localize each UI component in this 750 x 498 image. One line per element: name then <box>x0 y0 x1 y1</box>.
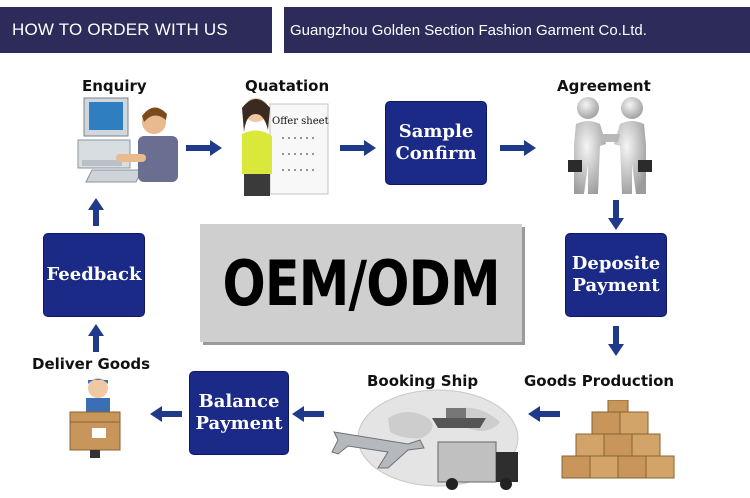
oem-odm-label: OEM/ODM <box>222 246 500 320</box>
deposite-payment-line-2: Payment <box>572 275 660 296</box>
stage-label-booking-ship: Booking Ship <box>367 372 479 390</box>
arrow-up-icon <box>88 324 104 352</box>
arrow-down-icon <box>608 326 624 356</box>
arrow-left-icon <box>150 406 182 422</box>
arrow-right-icon <box>500 140 536 156</box>
sample-confirm-line-1: Sample <box>398 120 474 142</box>
header-company-bar: Guangzhou Golden Section Fashion Garment… <box>272 7 750 53</box>
balance-payment-line-2: Payment <box>195 413 283 434</box>
arrow-down-icon <box>608 200 624 230</box>
header-company-name: Guangzhou Golden Section Fashion Garment… <box>290 21 647 39</box>
arrow-right-icon <box>186 140 222 156</box>
booking-ship-transport-icon <box>331 389 519 490</box>
stage-label-enquiry: Enquiry <box>82 77 147 95</box>
enquiry-computer-icon <box>77 97 178 183</box>
agreement-handshake-icon <box>568 97 652 194</box>
stage-label-agreement: Agreement <box>557 77 651 95</box>
goods-production-boxes-icon <box>561 400 675 479</box>
deposite-payment-box: Deposite Payment <box>566 234 666 316</box>
offer-sheet-label: Offer sheet <box>272 116 329 127</box>
sample-confirm-box: Sample Confirm <box>386 102 486 184</box>
stage-label-goods-production: Goods Production <box>524 372 675 390</box>
balance-payment-box: Balance Payment <box>190 372 288 454</box>
balance-payment-line-1: Balance <box>198 390 280 412</box>
stage-label-quatation: Quatation <box>245 77 330 95</box>
feedback-box: Feedback <box>44 234 144 316</box>
deposite-payment-line-1: Deposite <box>571 252 661 274</box>
oem-odm-center-panel: OEM/ODM <box>200 224 522 342</box>
arrow-up-icon <box>88 198 104 226</box>
header-company-bg <box>284 7 750 53</box>
arrow-right-icon <box>340 140 376 156</box>
quatation-person-icon <box>242 98 329 196</box>
header-title: HOW TO ORDER WITH US <box>0 7 272 53</box>
arrow-left-icon <box>292 406 324 422</box>
arrow-left-icon <box>528 406 560 422</box>
deliver-goods-courier-icon <box>69 378 121 458</box>
feedback-line-1: Feedback <box>46 263 142 285</box>
stage-label-deliver-goods: Deliver Goods <box>32 355 151 373</box>
sample-confirm-line-2: Confirm <box>395 143 477 164</box>
